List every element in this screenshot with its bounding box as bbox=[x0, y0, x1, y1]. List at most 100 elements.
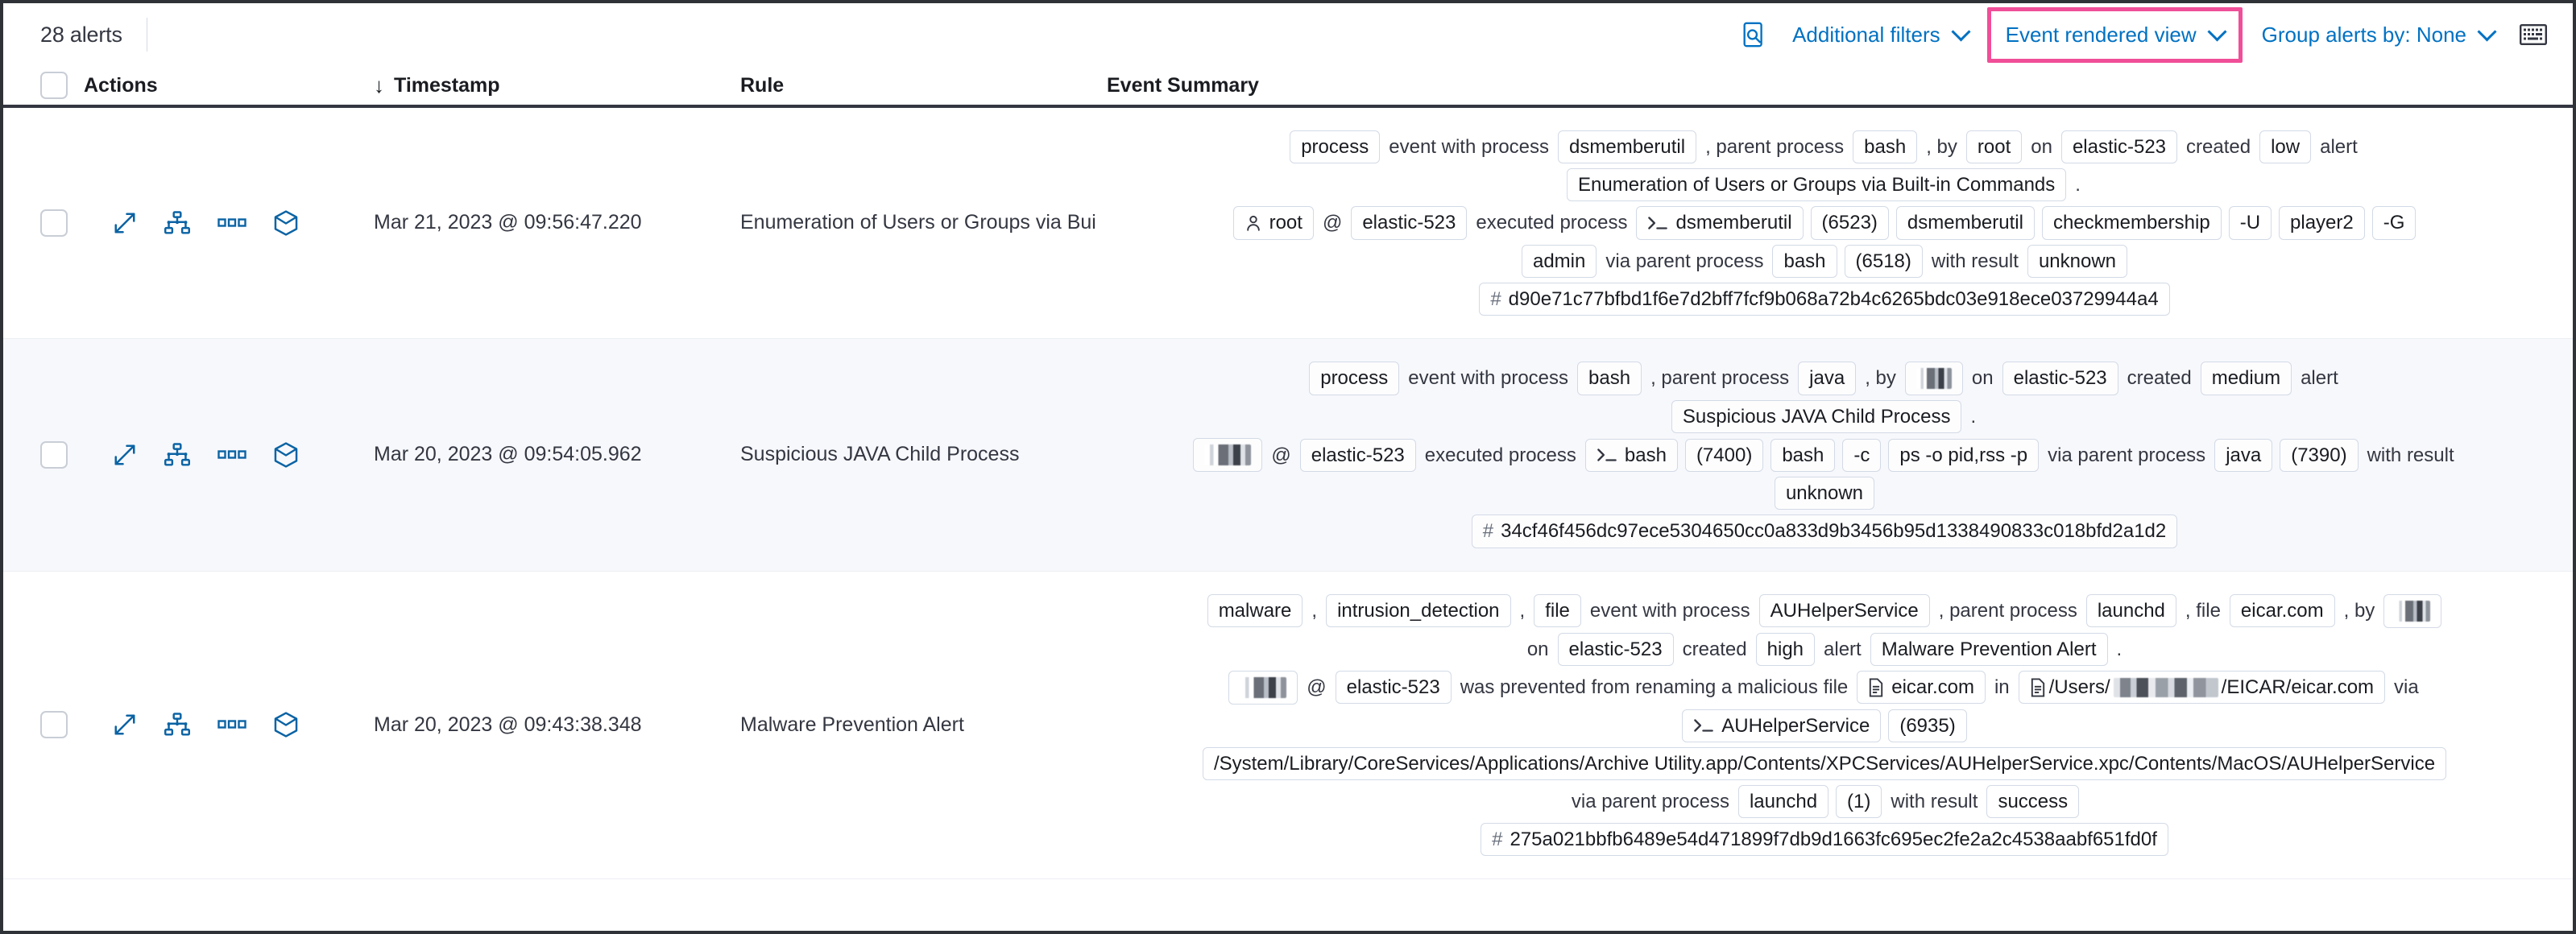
summary-pill[interactable]: high bbox=[1755, 632, 1816, 666]
row-actions-cell bbox=[84, 108, 374, 338]
more-actions-icon[interactable] bbox=[217, 718, 246, 731]
summary-pill[interactable]: -U bbox=[2228, 206, 2272, 240]
more-actions-icon[interactable] bbox=[217, 217, 246, 229]
more-actions-icon[interactable] bbox=[217, 448, 246, 461]
process-pill-label: AUHelperService bbox=[1721, 714, 1870, 737]
summary-pill[interactable]: file bbox=[1534, 593, 1581, 628]
group-alerts-by-button[interactable]: Group alerts by: None bbox=[2247, 16, 2508, 54]
redacted-user-pill[interactable] bbox=[1193, 438, 1263, 473]
summary-pill[interactable]: low bbox=[2259, 130, 2312, 164]
summary-pill[interactable]: root bbox=[1965, 130, 2023, 164]
summary-pill[interactable]: (6518) bbox=[1844, 244, 1923, 278]
summary-pill[interactable]: malware bbox=[1207, 593, 1303, 628]
summary-text: alert bbox=[1824, 638, 1862, 660]
summary-pill[interactable]: elastic-523 bbox=[1351, 206, 1468, 240]
event-rendered-view-button[interactable]: Event rendered view bbox=[1998, 23, 2232, 48]
summary-pill[interactable]: launchd bbox=[1737, 785, 1829, 819]
summary-pill[interactable]: bash bbox=[1772, 244, 1837, 278]
expand-icon[interactable] bbox=[113, 713, 137, 737]
file-pill[interactable]: eicar.com bbox=[1857, 671, 1986, 705]
redacted-user-pill[interactable] bbox=[2383, 593, 2442, 628]
summary-pill[interactable]: -c bbox=[1842, 438, 1882, 472]
analyzer-cube-icon[interactable] bbox=[274, 712, 298, 738]
summary-pill[interactable]: (1) bbox=[1836, 785, 1882, 819]
row-select-checkbox[interactable] bbox=[40, 440, 68, 469]
summary-pill[interactable]: success bbox=[1986, 785, 2080, 819]
summary-pill[interactable]: elastic-523 bbox=[1299, 438, 1416, 472]
summary-pill[interactable]: ps -o pid,rss -p bbox=[1888, 438, 2040, 472]
summary-pill[interactable]: admin bbox=[1521, 244, 1597, 278]
hash-value: 34cf46f456dc97ece5304650cc0a833d9b3456b9… bbox=[1501, 520, 2167, 543]
row-rule-name: Enumeration of Users or Groups via Bui bbox=[740, 211, 1096, 234]
expand-icon[interactable] bbox=[113, 443, 137, 467]
file-path-pill[interactable]: /Users//EICAR/eicar.com bbox=[2018, 671, 2386, 705]
row-select-checkbox[interactable] bbox=[40, 209, 68, 237]
summary-pill[interactable]: eicar.com bbox=[2229, 593, 2335, 628]
summary-pill[interactable]: java bbox=[2214, 438, 2273, 472]
summary-pill[interactable]: elastic-523 bbox=[2060, 130, 2178, 164]
session-view-icon[interactable] bbox=[164, 713, 190, 737]
summary-pill[interactable]: bash bbox=[1577, 362, 1642, 395]
keyboard-shortcuts-button[interactable] bbox=[2508, 18, 2558, 52]
summary-pill[interactable]: launchd bbox=[2085, 593, 2176, 628]
process-pill[interactable]: bash bbox=[1584, 438, 1678, 472]
summary-pill[interactable]: /System/Library/CoreServices/Application… bbox=[1202, 746, 2447, 781]
summary-pill[interactable]: (6523) bbox=[1810, 206, 1889, 240]
analyzer-cube-icon[interactable] bbox=[274, 210, 298, 236]
additional-filters-button[interactable]: Additional filters bbox=[1778, 16, 1982, 54]
hash-pill[interactable]: #d90e71c77bfbd1f6e7d2bff7fcf9b068a72b4c6… bbox=[1479, 282, 2170, 316]
redacted-username bbox=[1915, 367, 1952, 389]
summary-pill[interactable]: Malware Prevention Alert bbox=[1870, 632, 2108, 666]
redacted-user-pill[interactable] bbox=[1904, 361, 1963, 395]
summary-pill[interactable]: dsmemberutil bbox=[1558, 130, 1697, 164]
summary-pill[interactable]: java bbox=[1798, 362, 1857, 395]
session-view-icon[interactable] bbox=[164, 442, 190, 467]
summary-text: , bbox=[1519, 599, 1526, 622]
summary-pill[interactable]: (7390) bbox=[2280, 438, 2359, 472]
summary-pill[interactable]: player2 bbox=[2279, 206, 2365, 240]
hash-pill[interactable]: #275a021bbfb6489e54d471899f7db9d1663fc69… bbox=[1481, 823, 2168, 857]
summary-text: @ bbox=[1322, 212, 1343, 234]
summary-pill[interactable]: bash bbox=[1770, 438, 1836, 472]
summary-pill[interactable]: unknown bbox=[2027, 244, 2128, 278]
summary-pill[interactable]: process bbox=[1309, 362, 1400, 395]
row-actions-cell bbox=[84, 572, 374, 879]
summary-text: event with process bbox=[1389, 136, 1550, 158]
summary-pill[interactable]: intrusion_detection bbox=[1326, 593, 1511, 628]
user-pill[interactable]: root bbox=[1232, 206, 1314, 240]
column-header-timestamp[interactable]: ↓ Timestamp bbox=[374, 73, 740, 98]
analyzer-cube-icon[interactable] bbox=[274, 442, 298, 468]
summary-pill[interactable]: unknown bbox=[1774, 477, 1875, 510]
event-rendered-view-label: Event rendered view bbox=[2005, 22, 2197, 47]
select-all-cell bbox=[40, 72, 84, 99]
summary-pill[interactable]: process bbox=[1290, 130, 1381, 164]
hash-pill[interactable]: #34cf46f456dc97ece5304650cc0a833d9b3456b… bbox=[1471, 515, 2178, 548]
summary-pill[interactable]: elastic-523 bbox=[1557, 632, 1674, 666]
summary-pill[interactable]: checkmembership bbox=[2041, 206, 2222, 240]
redacted-user-pill[interactable] bbox=[1228, 670, 1298, 705]
summary-pill[interactable]: medium bbox=[2200, 362, 2292, 395]
additional-filters-icon-button[interactable] bbox=[1731, 15, 1778, 54]
row-select-checkbox[interactable] bbox=[40, 711, 68, 739]
summary-pill[interactable]: AUHelperService bbox=[1758, 593, 1930, 628]
summary-pill[interactable]: dsmemberutil bbox=[1895, 206, 2035, 240]
summary-pill[interactable]: elastic-523 bbox=[2002, 362, 2118, 395]
process-pill[interactable]: AUHelperService bbox=[1682, 709, 1882, 742]
expand-icon[interactable] bbox=[113, 211, 137, 235]
summary-pill[interactable]: Suspicious JAVA Child Process bbox=[1671, 399, 1962, 434]
summary-pill[interactable]: Enumeration of Users or Groups via Built… bbox=[1567, 168, 2067, 202]
summary-pill[interactable]: (7400) bbox=[1684, 438, 1764, 472]
summary-pill[interactable]: bash bbox=[1853, 130, 1918, 164]
process-pill[interactable]: dsmemberutil bbox=[1636, 206, 1804, 240]
select-all-checkbox[interactable] bbox=[40, 72, 68, 99]
summary-pill[interactable]: (6935) bbox=[1888, 709, 1967, 742]
session-view-icon[interactable] bbox=[164, 211, 190, 235]
summary-pill[interactable]: elastic-523 bbox=[1335, 671, 1452, 705]
summary-pill[interactable]: -G bbox=[2371, 206, 2417, 240]
